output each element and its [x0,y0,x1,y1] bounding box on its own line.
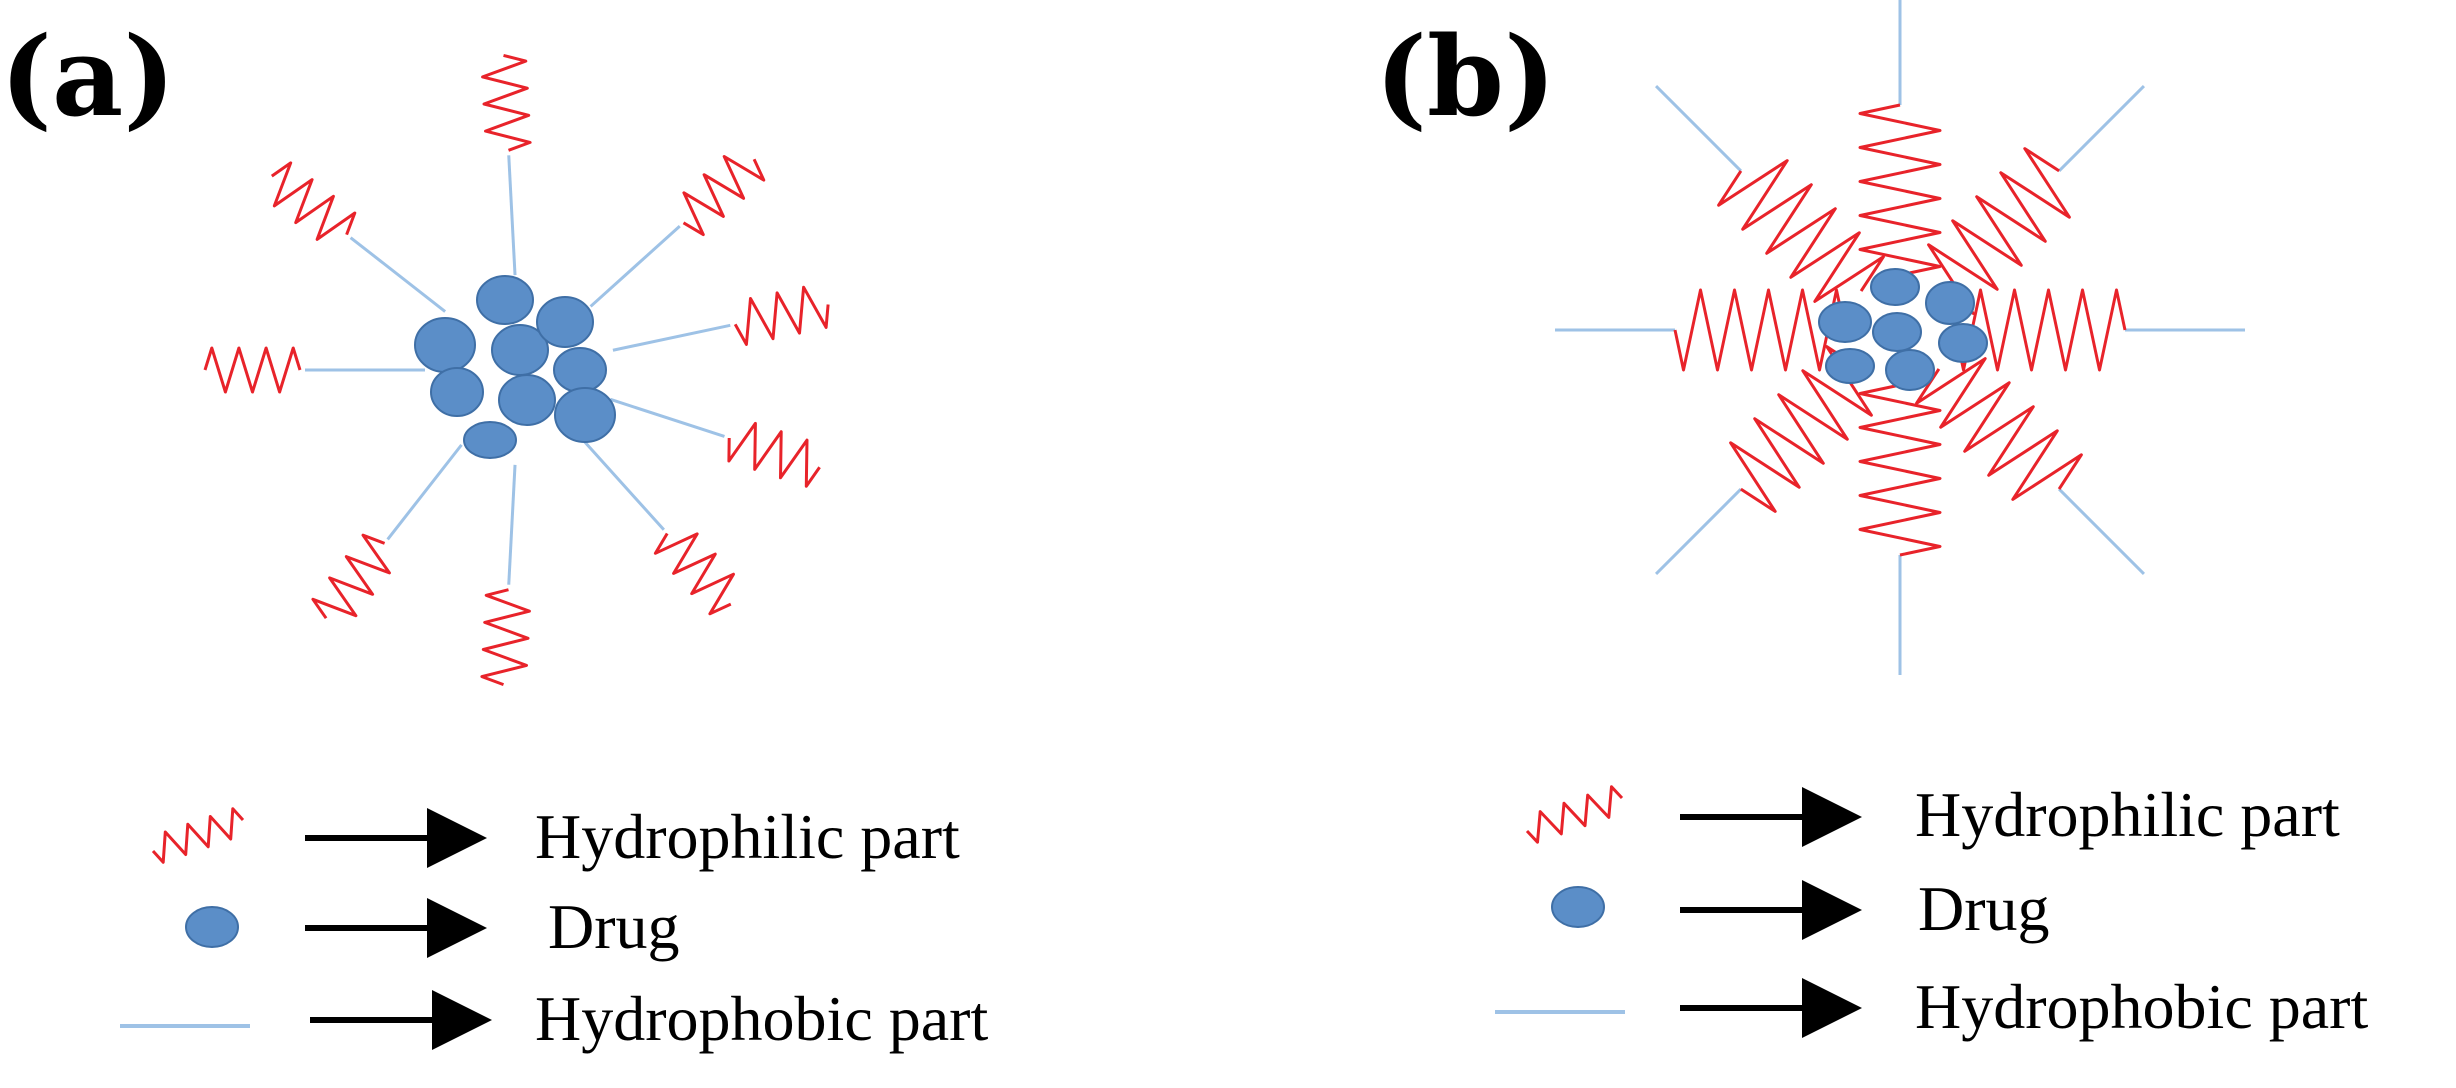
b-hydrophilic-coil [1927,147,2071,315]
a-drug-particle [476,275,534,325]
legend-b-hydrophobic-label: Hydrophobic part [1915,971,2368,1042]
b-drug-particle [1818,301,1872,343]
legend-b-drug-symbol [1551,886,1605,928]
b-hydrophilic-coil [1673,288,1847,372]
a-drug-particle [498,374,556,426]
a-hydrophobic-tail [609,397,725,438]
legend-a-coil-path [151,807,245,864]
b-hydrophilic-coil [1729,345,1873,513]
legend-b-hydrophilic-label: Hydrophilic part [1915,779,2340,850]
panel-b-reverse-micelle [1555,0,2245,675]
a-hydrophobic-tail [349,236,447,313]
b-hydrophobic-tail [1654,84,1742,172]
b-drug-particle [1872,312,1922,352]
b-hydrophobic-tail [1654,488,1742,576]
legend-a-hydrophilic-symbol [151,807,245,864]
a-drug-particle [554,387,616,443]
legend-b-drug-label: Drug [1918,873,2050,944]
legend-a-drug-symbol [185,906,239,948]
legend-a-hydrophobic-label: Hydrophobic part [535,983,988,1054]
panel-a-normal-micelle [203,53,830,687]
b-hydrophobic-tail [2058,488,2146,576]
a-drug-particle [536,296,594,348]
b-hydrophilic-heads [1673,103,2127,557]
legend-b-hydrophilic-symbol [1525,785,1624,844]
panel-a-label: (a) [0,12,175,141]
a-hydrophilic-coil [653,532,735,616]
a-hydrophilic-coil [481,53,532,152]
a-hydrophobic-tail [386,443,463,541]
b-drug-particle [1825,348,1875,384]
legend-a: Hydrophilic part Drug Hydrophobic part [120,801,988,1054]
a-drug-particle [553,347,607,393]
a-hydrophilic-heads [203,53,830,687]
b-hydrophobic-tails [1555,0,2245,675]
b-drug-core [1818,268,1988,391]
a-drug-particle [430,367,484,417]
a-hydrophilic-coil [270,161,357,241]
b-hydrophilic-coil [1858,383,1942,557]
a-hydrophobic-tails [305,155,731,585]
a-hydrophilic-coil [480,588,531,687]
a-hydrophobic-tail [507,155,517,276]
b-drug-particle [1925,281,1975,325]
a-hydrophobic-tail [582,439,665,531]
b-hydrophilic-coil [1953,288,2127,372]
a-hydrophilic-coil [727,421,821,488]
legend-a-drug-label: Drug [548,891,680,962]
b-drug-particle [1938,323,1988,363]
a-hydrophobic-tail [589,225,681,308]
legend-b-coil-path [1525,785,1624,844]
panel-b-label: (b) [1375,12,1556,141]
a-hydrophobic-tail [507,464,517,585]
a-hydrophilic-coil [682,155,766,237]
a-drug-particle [414,317,476,373]
b-hydrophilic-coil [1858,103,1942,277]
b-hydrophilic-coil [1915,357,2083,501]
a-hydrophilic-coil [311,533,391,620]
legend-b: Hydrophilic part Drug Hydrophobic part [1495,779,2368,1042]
legend-a-hydrophilic-label: Hydrophilic part [535,801,960,872]
a-hydrophilic-coil [203,346,302,394]
a-hydrophilic-coil [733,285,830,346]
a-drug-core [414,275,616,459]
b-hydrophobic-tail [2058,84,2146,172]
b-drug-particle [1870,268,1920,306]
b-hydrophilic-coil [1717,159,1885,303]
a-drug-particle [463,421,517,459]
a-hydrophobic-tail [612,323,731,352]
b-drug-particle [1885,349,1935,391]
